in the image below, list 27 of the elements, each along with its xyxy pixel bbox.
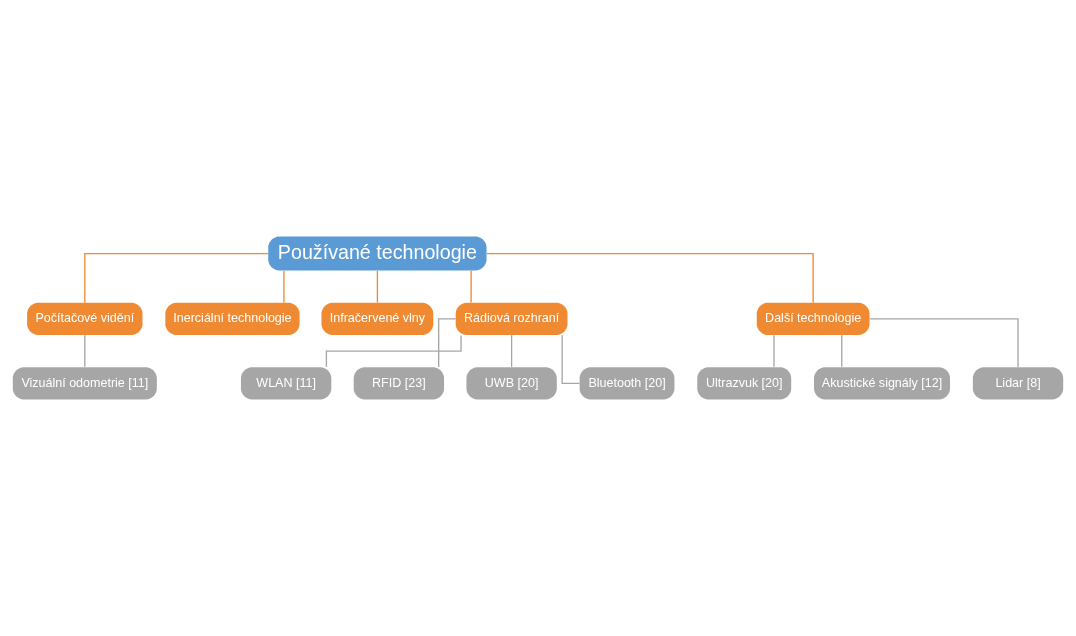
connector — [376, 270, 379, 304]
node-box: Používané technologie — [268, 236, 487, 271]
connector — [773, 334, 775, 368]
connector — [84, 252, 269, 304]
node-box: Vizuální odometrie [11] — [12, 367, 157, 400]
connector — [841, 334, 843, 368]
connector — [84, 334, 86, 368]
node-box: RFID [23] — [353, 367, 445, 400]
node-box: Lidar [8] — [972, 367, 1064, 400]
node-box: UWB [20] — [466, 367, 557, 400]
connector — [561, 334, 581, 384]
node-box: Počítačové vidění — [27, 302, 143, 335]
connector — [438, 318, 457, 368]
connector — [486, 252, 814, 304]
connector — [470, 270, 472, 304]
node-box: Další technologie — [756, 302, 870, 335]
node-box: Akustické signály [12] — [814, 367, 951, 400]
node-box: Ultrazvuk [20] — [697, 367, 792, 400]
node-box: Rádiová rozhraní — [455, 302, 568, 335]
connector — [510, 334, 513, 368]
connector — [325, 334, 462, 368]
node-box: WLAN [11] — [240, 367, 332, 400]
node-box: Infračervené vlny — [321, 302, 434, 335]
connector — [869, 318, 1019, 368]
connector — [283, 270, 285, 304]
node-box: Bluetooth [20] — [579, 367, 675, 400]
node-box: Inerciální technologie — [165, 302, 300, 335]
